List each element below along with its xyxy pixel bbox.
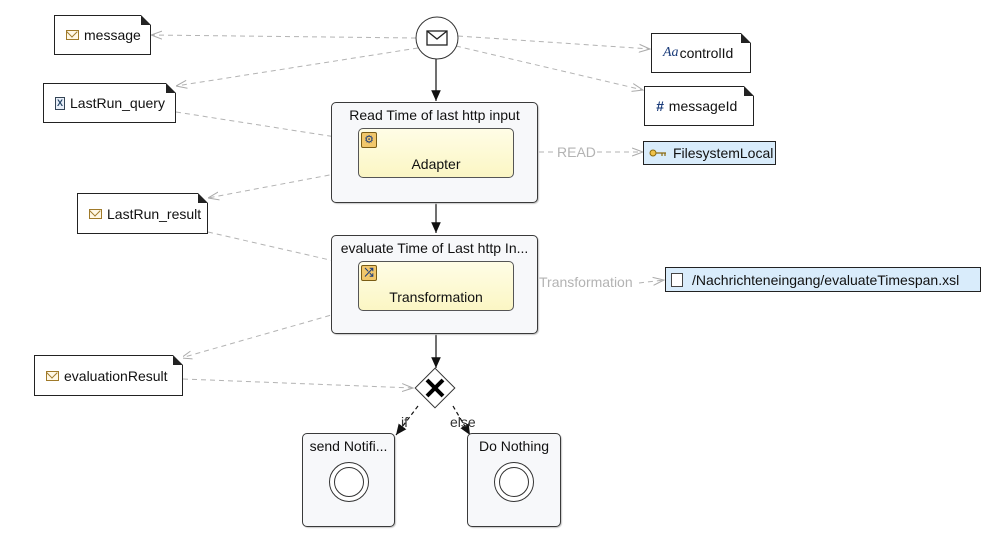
note-message-label: message — [84, 27, 141, 43]
adapter-icon: ⚙ — [361, 132, 377, 148]
note-evaluation-result-label: evaluationResult — [64, 367, 168, 384]
transformation-icon: ⤮ — [361, 265, 377, 281]
string-type-icon: Aa — [663, 45, 679, 60]
edge-label-read: READ — [557, 144, 596, 160]
envelope-icon — [46, 370, 59, 381]
xsl-file-icon — [671, 272, 683, 287]
assoc-adapter-result — [208, 169, 357, 198]
subprocess-send-title: send Notifi... — [309, 438, 388, 454]
envelope-icon — [66, 30, 79, 40]
resource-xsl[interactable]: /Nachrichteneingang/evaluateTimespan.xsl — [665, 267, 981, 292]
assoc-transformation-evalresult — [181, 307, 357, 358]
exclusive-x-icon — [425, 378, 445, 398]
resource-xsl-label: /Nachrichteneingang/evaluateTimespan.xsl — [692, 271, 960, 288]
note-evaluation-result[interactable]: evaluationResult — [34, 355, 183, 396]
assoc-start-lastrunquery — [176, 47, 419, 86]
assoc-evalresult-gateway — [182, 378, 413, 388]
flow-gateway-nothing — [452, 405, 471, 436]
resource-filesystem[interactable]: FilesystemLocal — [643, 141, 776, 165]
task-transformation[interactable]: ⤮ Transformation — [358, 261, 514, 311]
envelope-icon — [89, 208, 102, 219]
envelope-icon — [426, 30, 448, 46]
subprocess-read-title: Read Time of last http input — [349, 107, 520, 123]
note-control-id[interactable]: Aa controlId — [651, 33, 751, 73]
note-lastrun-query-label: LastRun_query — [70, 95, 165, 111]
edge-label-transformation: Transformation — [539, 274, 633, 290]
note-lastrun-query[interactable]: X LastRun_query — [43, 83, 176, 123]
end-event-circle — [329, 462, 369, 502]
assoc-query-adapter — [175, 111, 355, 140]
subprocess-evaluate-title: evaluate Time of Last http In... — [340, 240, 529, 256]
assoc-start-controlid — [457, 35, 650, 49]
xquery-icon: X — [55, 96, 65, 110]
subprocess-evaluate[interactable]: evaluate Time of Last http In... ⤮ Trans… — [331, 235, 538, 334]
key-icon — [649, 149, 666, 157]
assoc-start-messageid — [455, 45, 643, 90]
subprocess-read[interactable]: Read Time of last http input ⚙ Adapter — [331, 102, 538, 203]
edge-label-else: else — [450, 414, 476, 430]
note-message-id[interactable]: # messageId — [644, 86, 754, 126]
edge-label-if: if — [401, 414, 408, 430]
task-transformation-label: Transformation — [389, 289, 483, 305]
resource-filesystem-label: FilesystemLocal — [673, 145, 774, 161]
note-control-id-label: controlId — [679, 45, 734, 61]
flow-gateway-send — [395, 405, 419, 436]
subprocess-do-nothing[interactable]: Do Nothing — [467, 433, 561, 527]
note-lastrun-result[interactable]: LastRun_result — [77, 193, 208, 234]
subprocess-nothing-title: Do Nothing — [478, 438, 550, 454]
task-adapter-label: Adapter — [411, 156, 461, 172]
task-adapter[interactable]: ⚙ Adapter — [358, 128, 514, 178]
end-event-circle — [494, 462, 534, 502]
assoc-start-message — [151, 35, 417, 38]
note-message-id-label: messageId — [668, 98, 738, 114]
number-type-icon: # — [656, 98, 664, 114]
note-message[interactable]: message — [54, 15, 151, 55]
note-lastrun-result-label: LastRun_result — [107, 205, 202, 222]
subprocess-send-notification[interactable]: send Notifi... — [302, 433, 395, 527]
